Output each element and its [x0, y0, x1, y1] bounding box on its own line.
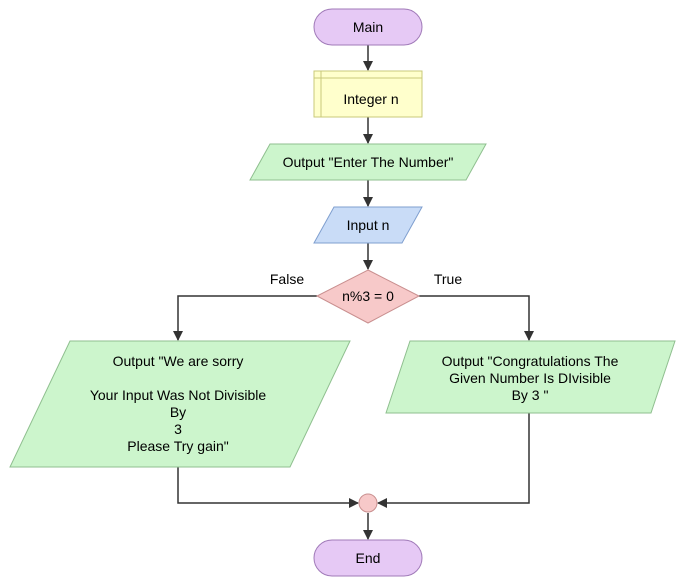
output-true-line-3: By 3 " — [512, 387, 549, 403]
output-false-shape — [9, 340, 351, 468]
edge-true-to-merge — [377, 413, 530, 508]
decision-true-label: True — [434, 271, 462, 287]
output-false-line-4: By — [170, 404, 186, 420]
end-shape — [313, 539, 423, 577]
end-terminal: End — [313, 539, 423, 577]
decision-label: n%3 = 0 — [342, 288, 394, 304]
edge-decision-false — [173, 295, 317, 341]
output-false-line-5: 3 — [174, 421, 182, 437]
start-terminal: Main — [313, 8, 423, 46]
decision-false-label: False — [270, 271, 304, 287]
output-false-line-6: Please Try gain" — [127, 438, 228, 454]
declare-label: Integer n — [343, 91, 398, 107]
edge-decision-true — [419, 295, 534, 341]
output-true-line-2: Given Number Is DIvisible — [449, 370, 611, 386]
output-false-line-3: Your Input Was Not Divisible — [90, 387, 267, 403]
output-prompt-shape — [249, 143, 487, 181]
output-true-shape — [385, 340, 676, 414]
merge-connector — [358, 493, 378, 513]
decision-shape — [315, 269, 421, 324]
declare-shape — [313, 70, 423, 118]
start-shape — [313, 8, 423, 46]
output-true-box: Output "Congratulations The Given Number… — [385, 340, 676, 414]
connectors — [173, 45, 534, 540]
input-box: Input n — [313, 206, 423, 244]
input-label: Input n — [347, 217, 390, 233]
start-label: Main — [353, 19, 383, 35]
output-false-box: Output "We are sorry Your Input Was Not … — [9, 340, 351, 468]
output-prompt-label: Output "Enter The Number" — [283, 154, 454, 170]
input-shape — [313, 206, 423, 244]
declare-box: Integer n — [313, 70, 423, 118]
edge-false-to-merge — [177, 467, 359, 508]
output-true-line-1: Output "Congratulations The — [442, 353, 619, 369]
output-false-line-1: Output "We are sorry — [113, 353, 244, 369]
decision: n%3 = 0 False True — [270, 269, 462, 324]
output-prompt-box: Output "Enter The Number" — [249, 143, 487, 181]
end-label: End — [356, 550, 381, 566]
